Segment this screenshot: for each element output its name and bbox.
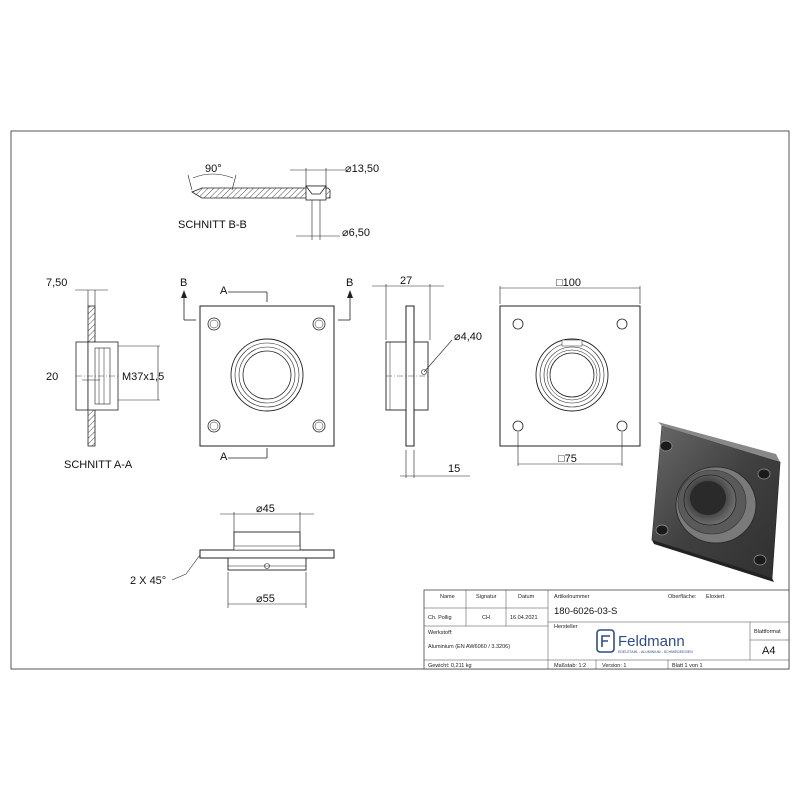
tb-werkstoff-value: Aluminium (EN AW6060 / 3.3206) [428,644,510,650]
dim-thread-m37: M37x1,5 [122,371,164,383]
tb-hersteller-label: Hersteller [554,624,578,630]
section-marker-a-top: A [220,285,228,297]
tb-blattformat-label: Blattformat [754,629,781,635]
dim-chamfer: 2 X 45° [130,575,166,587]
dim-7-50: 7,50 [46,277,67,289]
back-view [499,286,641,466]
drawing-frame [10,130,790,670]
tb-massstab: Maßstab: 1:2 [554,663,586,669]
dim-dia-13-50: ⌀13,50 [345,163,379,175]
dim-sq-100: □100 [556,277,581,289]
tb-werkstoff-label: Werkstoff: [428,630,453,636]
tb-oberflaeche-label: Oberfläche: [668,594,697,600]
section-aa-label: SCHNITT A-A [64,459,133,471]
section-bb-view [187,168,345,240]
feldmann-logo-icon [596,629,615,653]
bottom-view [171,512,335,608]
tb-oberflaeche-value: Eloxiert [706,594,725,600]
tb-artikelnummer-label: Artikelnummer [554,594,590,600]
tb-header-signatur: Signatur [476,594,497,600]
isometric-render [651,422,781,582]
dim-dia-55: ⌀55 [256,593,275,605]
dim-sq-75: □75 [558,453,577,465]
dim-dia-45: ⌀45 [256,503,275,515]
section-aa-view [75,289,160,447]
dim-dia-4-40: ⌀4,40 [454,331,482,343]
tb-blattformat-value: A4 [762,645,775,657]
dim-dia-6-50: ⌀6,50 [342,227,370,239]
tb-gewicht: Gewicht: 0,211 kg [428,663,472,669]
section-marker-b-left: B [180,277,187,289]
tb-name-value: Ch. Pollig [428,615,452,621]
tb-header-datum: Datum [518,594,535,600]
front-view [181,290,353,459]
tb-artikelnummer-value: 180-6026-03-S [554,606,617,617]
tb-signatur-value: CH [482,615,490,621]
tb-header-name: Name [440,594,455,600]
dim-15: 15 [448,463,460,475]
tb-blatt: Blatt 1 von 1 [672,663,703,669]
logo-tagline: EDELSTAHL - ALUMINIUM - SCHMIEDEEISEN [618,650,693,654]
logo-text: Feldmann [618,633,685,650]
tb-version: Version: 1 [602,663,626,669]
side-view [372,284,470,478]
section-bb-label: SCHNITT B-B [178,219,247,231]
dim-27: 27 [400,275,412,287]
section-marker-b-right: B [346,277,353,289]
dim-20: 20 [46,371,58,383]
section-marker-a-bottom: A [220,451,228,463]
dim-angle-90: 90° [205,163,222,175]
tb-datum-value: 16.04.2021 [510,615,538,621]
